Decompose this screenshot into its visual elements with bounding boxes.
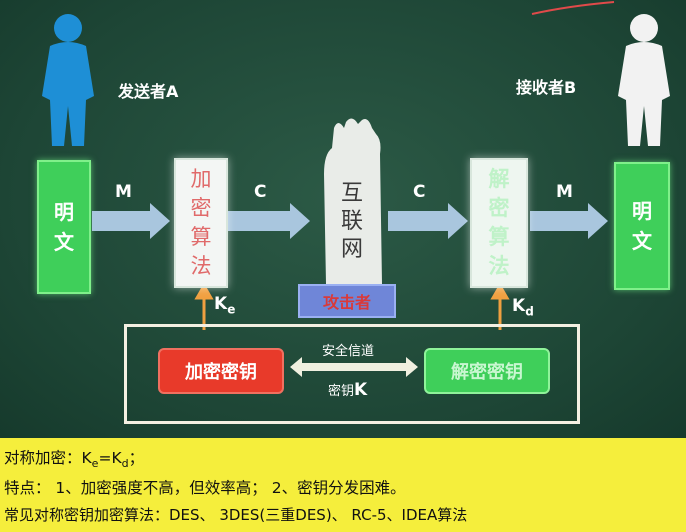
encryption-key-box: 加密密钥 <box>158 348 284 394</box>
key-letter: K <box>354 380 368 400</box>
secure-channel-label: 安全信道 <box>322 344 375 359</box>
notes-panel: 对称加密：Ke=Kd； 特点： 1、加密强度不高，但效率高； 2、密钥分发困难。… <box>0 438 686 532</box>
kd-label: Kd <box>512 296 534 318</box>
kd-main: K <box>512 296 526 316</box>
kd-sub: d <box>525 304 534 319</box>
internet-char-2: 联 <box>340 209 363 234</box>
label-m-right: M <box>556 182 573 202</box>
notes-line1-suffix: ； <box>128 449 145 467</box>
plaintext-left-char-2: 文 <box>54 230 74 254</box>
decryption-key-box: 解密密钥 <box>424 348 550 394</box>
notes-line1-prefix: 对称加密：K <box>4 449 92 467</box>
decrypt-algorithm-box: 解 密 算 法 <box>470 158 528 288</box>
encrypt-char-2: 密 <box>190 196 212 220</box>
arrow-m-left <box>92 203 170 239</box>
flow-arrows <box>92 203 608 377</box>
notes-line1-sub1: e <box>91 457 99 471</box>
attacker-badge: 攻击者 <box>298 284 396 318</box>
decrypt-char-3: 算 <box>488 225 510 249</box>
internet-label: 互 联 网 <box>332 180 372 264</box>
notes-line1-mid: =K <box>98 449 122 467</box>
decrypt-char-1: 解 <box>488 167 510 191</box>
key-distribution-frame <box>124 324 580 424</box>
notes-line-3: 常见对称密钥加密算法：DES、 3DES(三重DES)、 RC-5、IDEA算法 <box>4 506 468 524</box>
sender-person-icon <box>42 14 94 146</box>
plaintext-left-char-1: 明 <box>54 200 74 224</box>
arrow-m-right <box>530 203 608 239</box>
internet-char-1: 互 <box>340 181 363 206</box>
label-m-left: M <box>115 182 132 202</box>
ke-label: Ke <box>214 294 235 316</box>
plaintext-right-char-2: 文 <box>632 229 652 253</box>
label-c-left: C <box>254 182 267 202</box>
ke-sub: e <box>227 302 236 317</box>
receiver-person-icon <box>618 14 670 146</box>
plaintext-box-right: 明 文 <box>614 162 670 290</box>
label-c-right: C <box>413 182 426 202</box>
decrypt-char-4: 法 <box>488 254 510 278</box>
notes-line-1: 对称加密：Ke=Kd； <box>4 446 144 470</box>
notes-line1-sub2: d <box>121 457 129 471</box>
encrypt-char-4: 法 <box>190 254 212 278</box>
encrypt-algorithm-box: 加 密 算 法 <box>174 158 228 288</box>
arrow-c-left <box>226 203 310 239</box>
plaintext-box-left: 明 文 <box>37 160 91 294</box>
encrypt-char-1: 加 <box>190 167 212 191</box>
internet-hand-icon <box>324 118 382 284</box>
encrypt-char-3: 算 <box>190 225 212 249</box>
decrypt-char-2: 密 <box>488 196 510 220</box>
key-k-label: 密钥K <box>328 380 367 400</box>
notes-line-2: 特点： 1、加密强度不高，但效率高； 2、密钥分发困难。 <box>4 479 406 497</box>
chalk-mark <box>531 1 615 15</box>
ke-main: K <box>214 294 228 314</box>
key-text: 密钥 <box>328 384 355 399</box>
internet-char-3: 网 <box>340 237 363 262</box>
receiver-label: 接收者B <box>516 78 577 97</box>
sender-label: 发送者A <box>118 82 179 101</box>
secure-channel-arrow <box>290 357 418 377</box>
plaintext-right-char-1: 明 <box>632 199 652 223</box>
arrow-c-right <box>388 203 468 239</box>
